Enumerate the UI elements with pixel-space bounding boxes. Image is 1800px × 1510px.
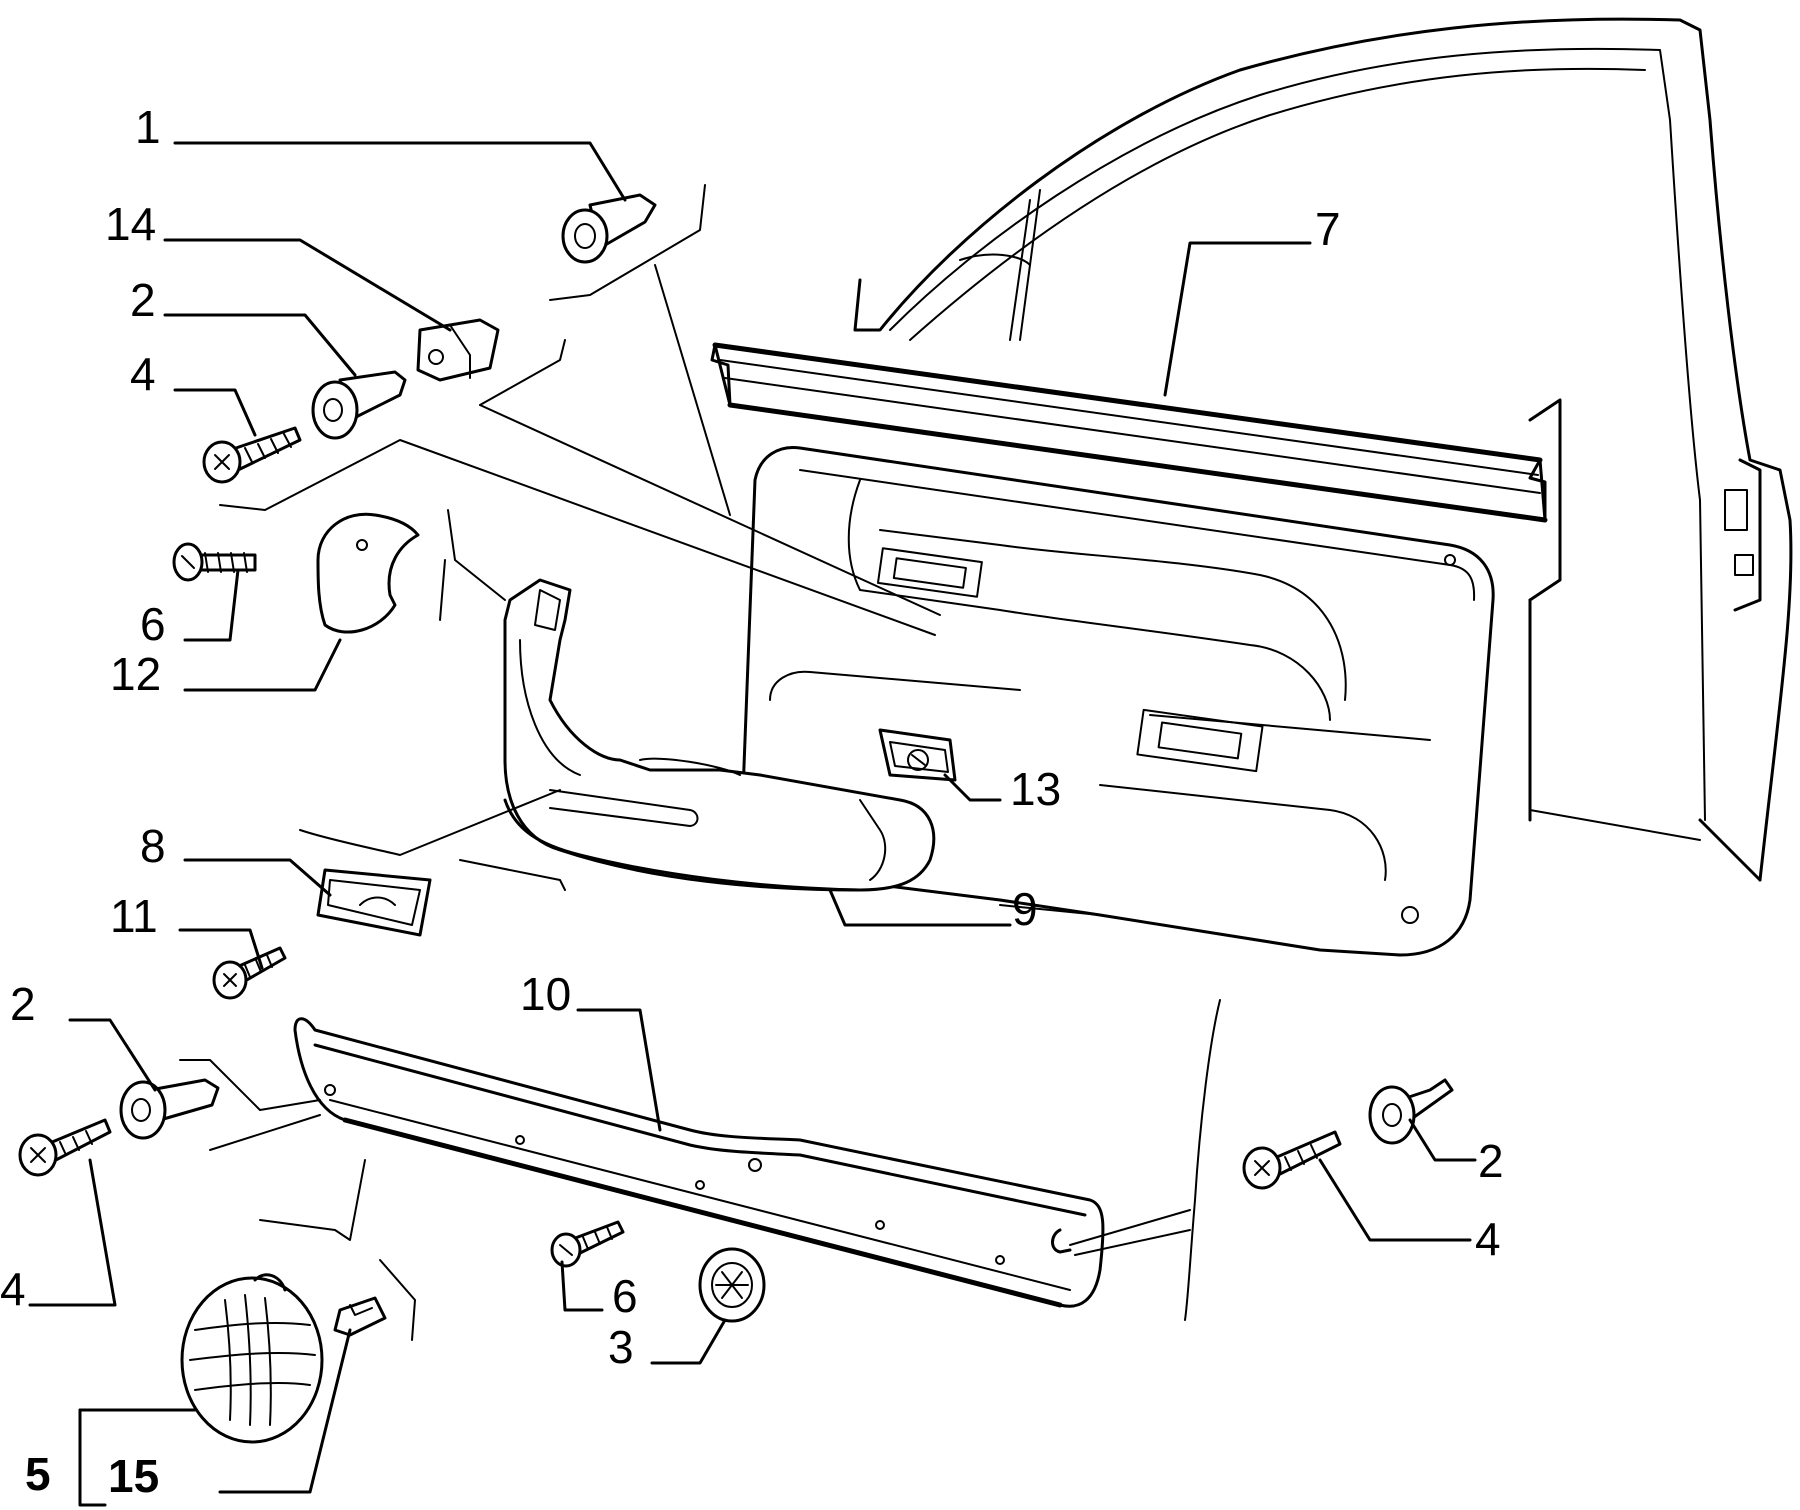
screw-4a: [202, 426, 302, 484]
callout-labels: 1 14 2 4 6 12 7 13 8 9 11 10 2 2 4 4 6 3…: [0, 101, 1504, 1502]
callout-10: 10: [520, 968, 571, 1020]
callout-4-top: 4: [130, 348, 156, 400]
guide-lines: [179, 184, 1221, 1341]
callout-3: 3: [608, 1321, 634, 1373]
door-frame-outline: [853, 17, 1793, 882]
push-clip-2b: [119, 1078, 220, 1140]
push-clip-2c: [1368, 1078, 1454, 1145]
callout-11: 11: [110, 890, 158, 942]
callout-8: 8: [140, 820, 166, 872]
screw-6a: [172, 542, 257, 582]
screw-11: [212, 946, 287, 1000]
speaker-grille-5: [180, 1273, 324, 1444]
callout-6-left: 6: [140, 598, 166, 650]
cover-cap-12: [316, 512, 420, 634]
push-clip-2a: [311, 370, 407, 440]
callout-2-right: 2: [1478, 1135, 1504, 1187]
screw-4c: [1242, 1130, 1342, 1190]
callout-6-bottom: 6: [612, 1270, 638, 1322]
grommet-3: [698, 1247, 766, 1323]
square-clip-14: [416, 318, 500, 382]
callout-7: 7: [1315, 203, 1341, 255]
push-clip-1: [561, 193, 657, 264]
callout-4-left: 4: [0, 1263, 26, 1315]
leader-lines: [28, 141, 1477, 1507]
callout-13: 13: [1010, 763, 1061, 815]
callout-9: 9: [1012, 883, 1038, 935]
callout-15: 15: [108, 1450, 159, 1502]
window-seal-strip: [710, 342, 1548, 523]
screw-6b: [550, 1220, 625, 1268]
switch-bezel-13: [878, 728, 957, 782]
armrest: [503, 578, 936, 892]
clip-15: [333, 1296, 387, 1337]
callout-12: 12: [110, 648, 161, 700]
callout-1: 1: [135, 101, 161, 153]
callout-5: 5: [25, 1448, 51, 1500]
lower-trim-strip: [293, 1017, 1105, 1308]
handle-cup-8: [316, 868, 432, 937]
callout-2-left: 2: [10, 978, 36, 1030]
callout-4-right: 4: [1475, 1213, 1501, 1265]
callout-14: 14: [105, 198, 156, 250]
screw-4b: [18, 1118, 112, 1177]
callout-2-top: 2: [130, 274, 156, 326]
